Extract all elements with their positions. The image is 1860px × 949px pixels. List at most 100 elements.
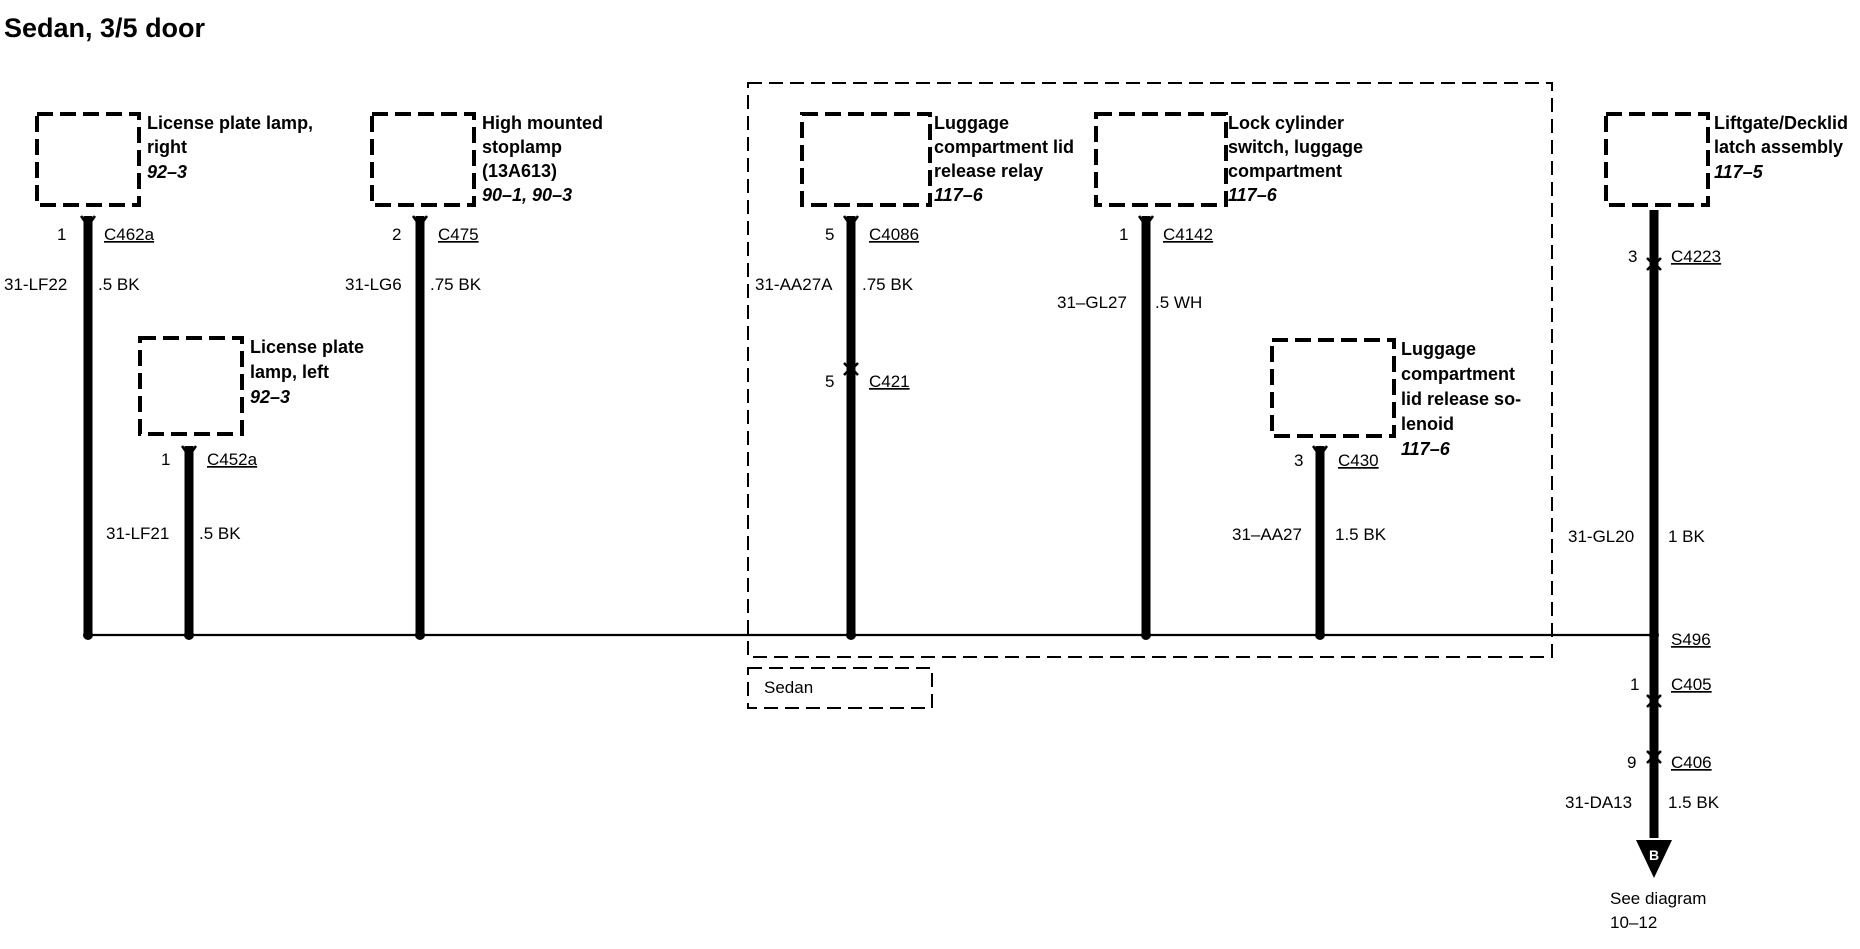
- connector-id: C462a: [104, 225, 155, 244]
- component-ref: 117–6: [1401, 439, 1451, 459]
- connector-pin: 2: [392, 225, 401, 244]
- offpage-note-line: See diagram: [1610, 889, 1706, 908]
- connector-symbol: [1646, 257, 1662, 267]
- component-name-line: stoplamp: [482, 137, 562, 157]
- offpage-arrow-icon: [1636, 840, 1672, 878]
- component-ref: 117–6: [1228, 185, 1278, 205]
- connector-pin: 9: [1627, 753, 1636, 772]
- component-name-line: License plate lamp,: [147, 113, 313, 133]
- connector-symbol: [1311, 445, 1329, 459]
- connector-id: C452a: [207, 450, 258, 469]
- connector-symbol: [1646, 694, 1662, 704]
- component-name-line: compartment: [1401, 364, 1515, 384]
- component-name-line: (13A613): [482, 161, 557, 181]
- component-name-line: Lock cylinder: [1228, 113, 1344, 133]
- component-name-line: switch, luggage: [1228, 137, 1363, 157]
- connector-pin: 5: [825, 372, 834, 391]
- wire-circuit: 31-AA27A: [755, 275, 833, 294]
- connector-symbol: [843, 366, 859, 376]
- wire-spec: 1.5 BK: [1668, 793, 1720, 812]
- connector-id: C430: [1338, 451, 1379, 470]
- component-license-plate-lamp-left: License plate lamp, left 92–3: [138, 336, 364, 436]
- component-ref: 92–3: [147, 162, 187, 182]
- component-name-line: Luggage: [934, 113, 1009, 133]
- splice-dot: [846, 630, 856, 640]
- splice-dot: [1315, 630, 1325, 640]
- connector-id: C4086: [869, 225, 919, 244]
- diagram-title: Sedan, 3/5 door: [4, 13, 206, 43]
- connector-symbol: [79, 215, 97, 229]
- component-ref: 92–3: [250, 387, 290, 407]
- component-box: [35, 112, 141, 207]
- connector-pin: 1: [161, 450, 170, 469]
- sedan-group-label: Sedan: [764, 678, 813, 697]
- wire-spec: .75 BK: [430, 275, 482, 294]
- connector-symbol: [411, 215, 429, 229]
- component-liftgate-latch-assembly: Liftgate/Decklid latch assembly 117–5: [1604, 112, 1848, 207]
- component-name-line: release relay: [934, 161, 1043, 181]
- connector-symbol: [1646, 261, 1662, 271]
- connector-symbol: [842, 215, 860, 229]
- component-box: [370, 112, 476, 207]
- component-license-plate-lamp-right: License plate lamp, right 92–3: [35, 112, 313, 207]
- connector-id: C475: [438, 225, 479, 244]
- component-name-line: lamp, left: [250, 362, 329, 382]
- component-lock-cylinder-switch: Lock cylinder switch, luggage compartmen…: [1094, 112, 1363, 207]
- splice-dot: [415, 630, 425, 640]
- connector-symbol: [843, 362, 859, 372]
- component-name-line: High mounted: [482, 113, 603, 133]
- wire-spec: 1 BK: [1668, 527, 1706, 546]
- wire-circuit: 31-LG6: [345, 275, 402, 294]
- component-box: [138, 336, 244, 436]
- splice-dot: [83, 630, 93, 640]
- component-name-line: right: [147, 137, 187, 157]
- connector-pin: 1: [57, 225, 66, 244]
- wire-circuit: 31–AA27: [1232, 525, 1302, 544]
- wire-spec: .5 WH: [1155, 293, 1202, 312]
- connector-symbol: [180, 445, 198, 459]
- connector-symbol: [1137, 215, 1155, 229]
- offpage-letter: B: [1649, 847, 1659, 863]
- sedan-group-outline: [747, 82, 1553, 658]
- component-box: [1604, 112, 1710, 207]
- connector-symbol: [1646, 750, 1662, 760]
- component-name-line: License plate: [250, 337, 364, 357]
- component-box: [800, 112, 932, 207]
- component-high-mounted-stoplamp: High mounted stoplamp (13A613) 90–1, 90–…: [370, 112, 603, 207]
- component-ref: 117–6: [934, 185, 984, 205]
- component-lid-release-relay: Luggage compartment lid release relay 11…: [800, 112, 1074, 207]
- component-name-line: Liftgate/Decklid: [1714, 113, 1848, 133]
- wire-circuit: 31-DA13: [1565, 793, 1632, 812]
- connector-symbol: [1646, 754, 1662, 764]
- connector-id: C421: [869, 372, 910, 391]
- component-ref: 90–1, 90–3: [482, 185, 572, 205]
- wire-circuit: 31-GL20: [1568, 527, 1634, 546]
- wire-circuit: 31-LF21: [106, 524, 169, 543]
- component-name-line: lenoid: [1401, 414, 1454, 434]
- splice-dot: [184, 630, 194, 640]
- component-name-line: latch assembly: [1714, 137, 1843, 157]
- component-box: [1270, 338, 1396, 438]
- connector-id: C406: [1671, 753, 1712, 772]
- wire-spec: .5 BK: [98, 275, 140, 294]
- connector-pin: 1: [1119, 225, 1128, 244]
- offpage-note-line: 10–12: [1610, 913, 1657, 932]
- connector-id: C4142: [1163, 225, 1213, 244]
- wire-circuit: 31-LF22: [4, 275, 67, 294]
- wire-spec: .75 BK: [862, 275, 914, 294]
- connector-id: C4223: [1671, 247, 1721, 266]
- connector-pin: 3: [1628, 247, 1637, 266]
- component-name-line: compartment lid: [934, 137, 1074, 157]
- component-name-line: Luggage: [1401, 339, 1476, 359]
- wire-spec: 1.5 BK: [1335, 525, 1387, 544]
- connector-symbol: [1646, 698, 1662, 708]
- connector-pin: 3: [1294, 451, 1303, 470]
- component-box: [1094, 112, 1228, 207]
- wire-circuit: 31–GL27: [1057, 293, 1127, 312]
- connector-pin: 5: [825, 225, 834, 244]
- component-name-line: lid release so-: [1401, 389, 1521, 409]
- splice-id: S496: [1671, 630, 1711, 649]
- splice-s496-dot: [1649, 630, 1659, 640]
- component-name-line: compartment: [1228, 161, 1342, 181]
